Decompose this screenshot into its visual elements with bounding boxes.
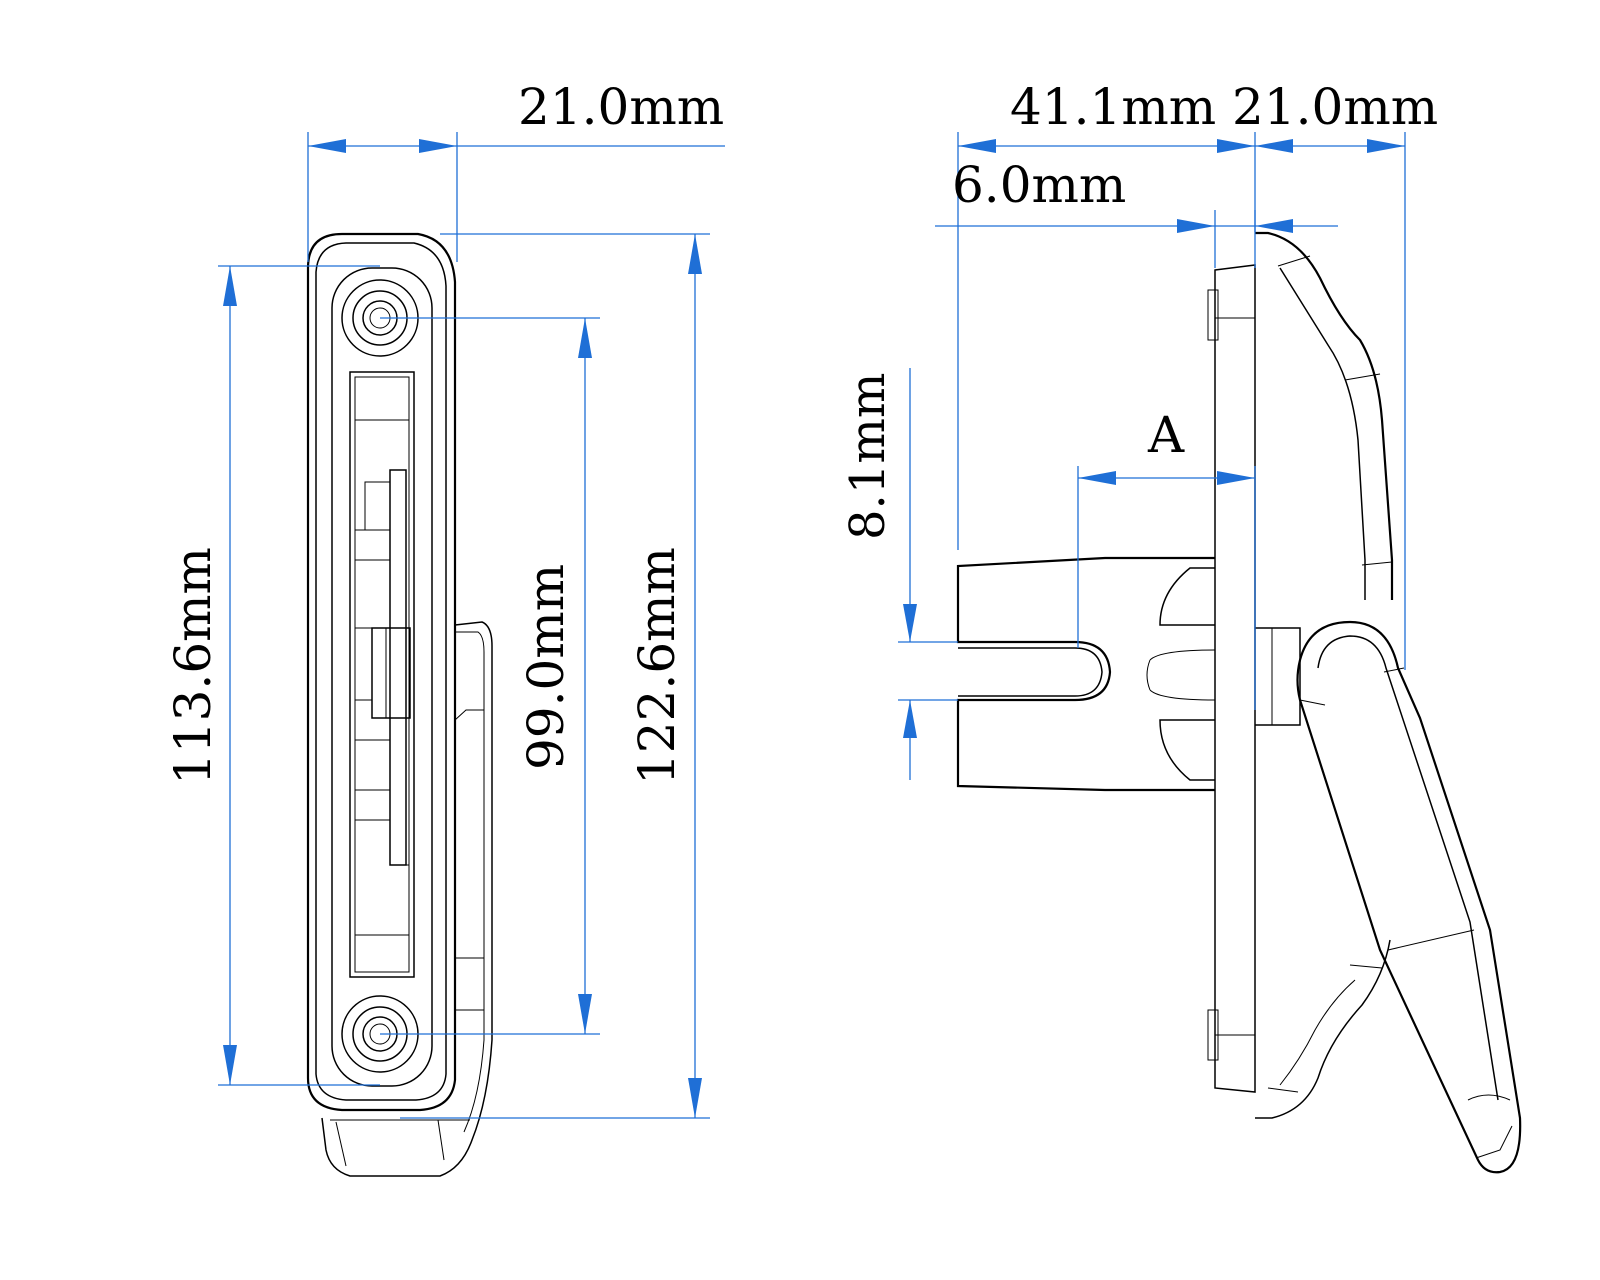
- front-body-inner-outline: [315, 242, 447, 1101]
- label-side-width: 21.0mm: [1232, 78, 1438, 136]
- dimensions-front: [218, 132, 725, 1119]
- dimension-labels: 21.0mm 41.1mm 21.0mm 6.0mm A 8.1mm 113.6…: [164, 78, 1438, 785]
- front-inner-frame: [331, 267, 433, 1087]
- side-view: [956, 231, 1522, 1174]
- label-side-depth: 41.1mm: [1010, 78, 1216, 136]
- front-slot: [349, 371, 415, 978]
- label-outer-length: 113.6mm: [164, 547, 222, 785]
- side-tongue: [956, 556, 1215, 792]
- label-front-width: 21.0mm: [518, 78, 724, 136]
- side-mounting-plate: [1214, 264, 1256, 1093]
- label-section-a: A: [1147, 406, 1185, 464]
- front-view: [306, 232, 493, 1177]
- side-lever-handle: [1296, 620, 1522, 1174]
- front-handle-profile: [321, 621, 493, 1177]
- label-overall-length: 122.6mm: [628, 547, 686, 785]
- label-slot-width: 8.1mm: [840, 373, 896, 540]
- side-body-profile: [1255, 231, 1394, 600]
- label-hole-spacing: 99.0mm: [517, 564, 575, 770]
- dimensions-side: [898, 132, 1406, 780]
- front-body-outline: [306, 232, 457, 1112]
- label-plate-offset: 6.0mm: [952, 156, 1126, 214]
